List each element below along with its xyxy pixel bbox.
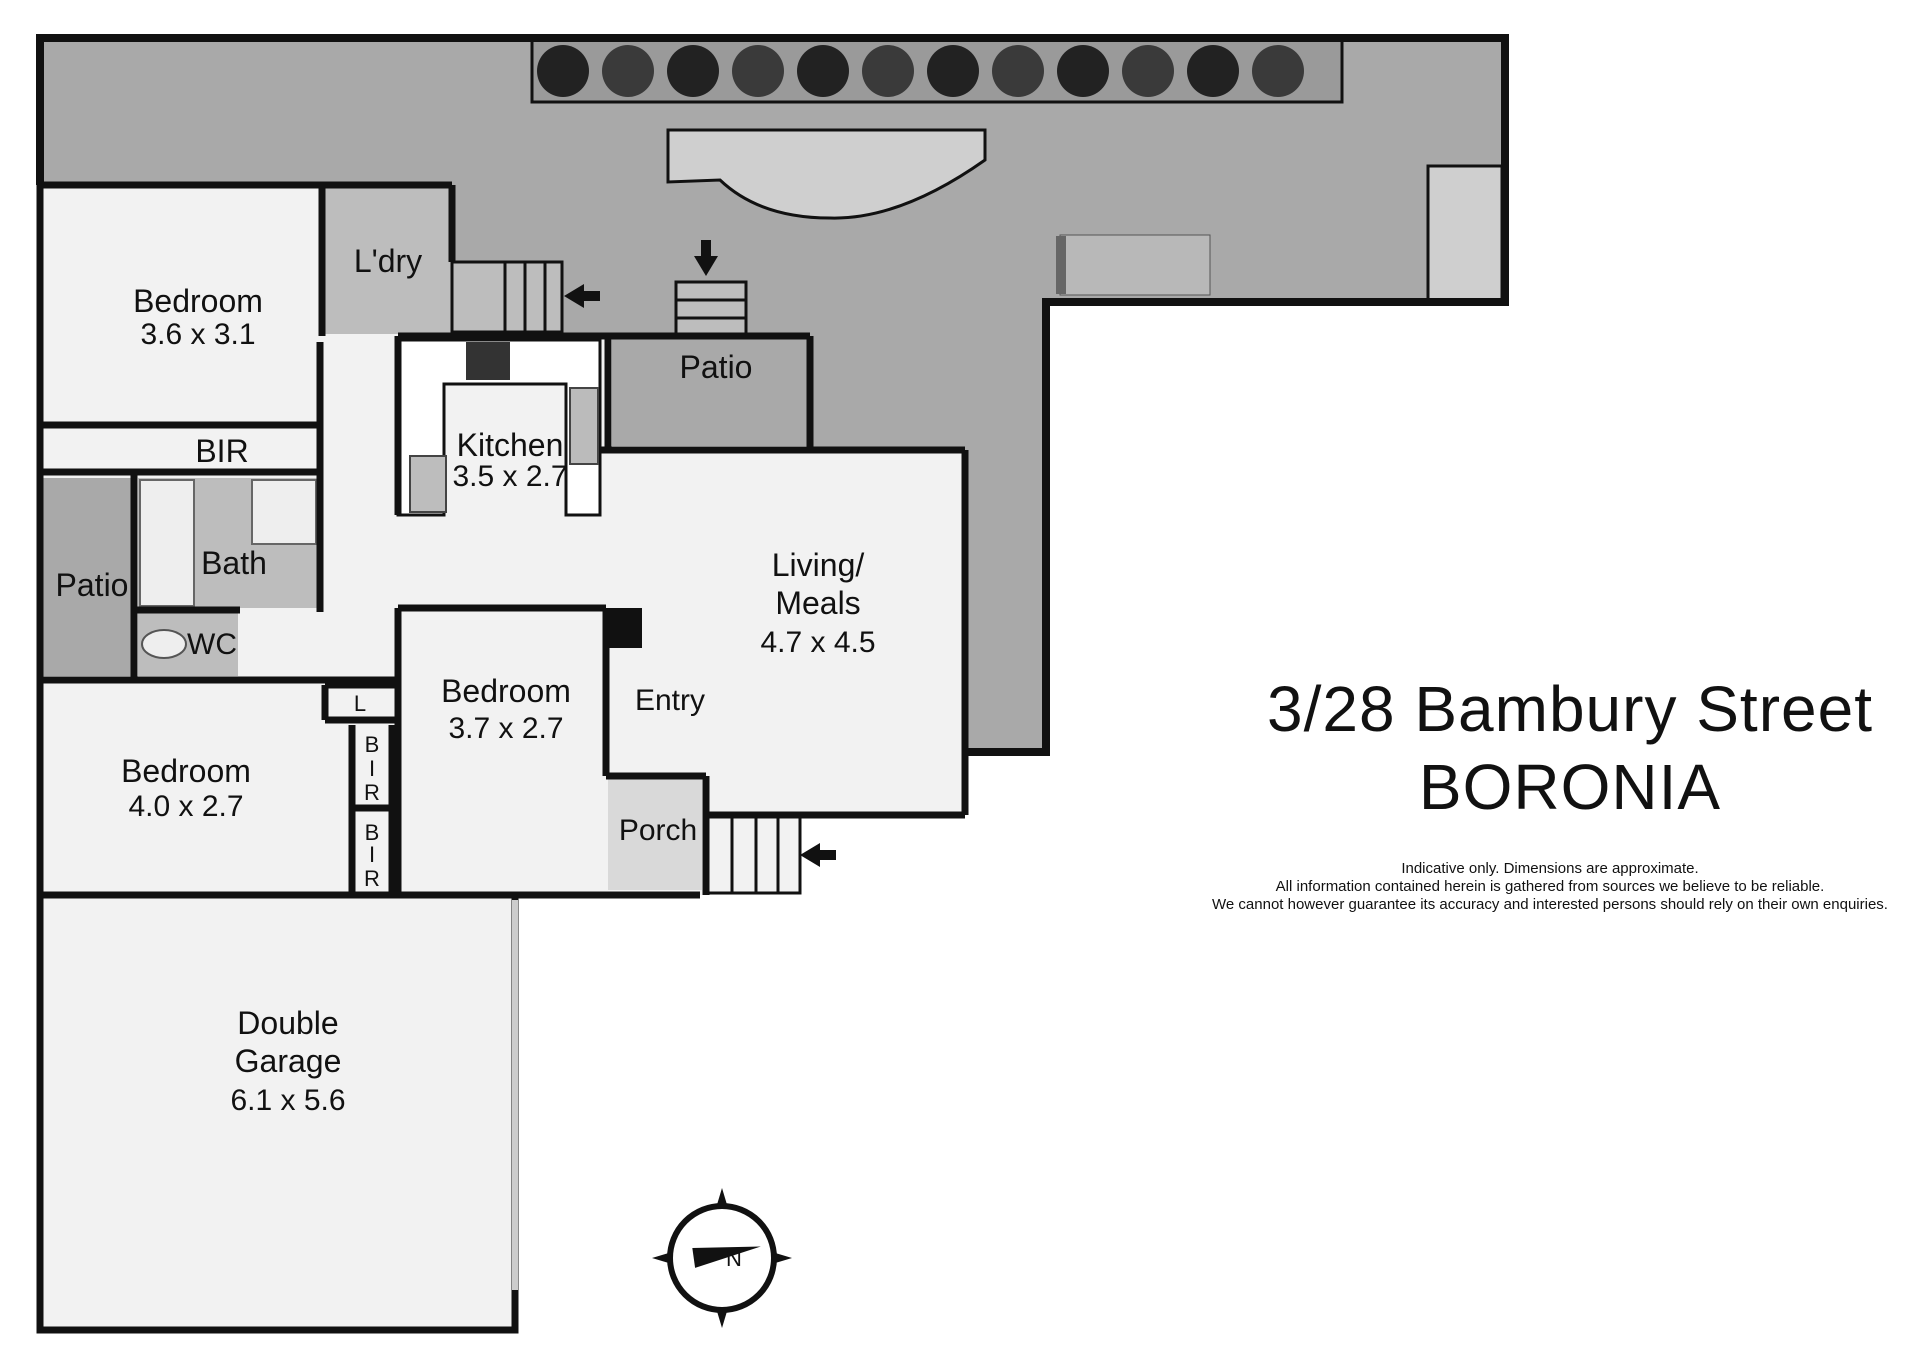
walls	[36, 181, 969, 899]
shrub-icon	[667, 45, 719, 97]
garage-label-1: Double	[237, 1005, 338, 1041]
disclaimer-line-1: Indicative only. Dimensions are approxim…	[1401, 860, 1699, 877]
address-line-1: 3/28 Bambury Street	[1267, 673, 1873, 745]
bir1-label: BIR	[195, 433, 248, 469]
bir2-letter-i: I	[369, 756, 375, 781]
stairs-laundry	[450, 260, 564, 334]
disclaimer-line-2: All information contained herein is gath…	[1275, 878, 1825, 895]
shrub-icon	[927, 45, 979, 97]
address-line-2: BORONIA	[1418, 751, 1722, 823]
kitchen-bench	[396, 338, 602, 517]
linen-label: L	[354, 691, 366, 716]
kitchen-dims: 3.5 x 2.7	[452, 460, 567, 493]
shrub-icon	[862, 45, 914, 97]
bbq-icon	[1056, 236, 1066, 294]
garage-label-2: Garage	[235, 1043, 342, 1079]
shrub-icon	[732, 45, 784, 97]
fridge	[409, 455, 447, 513]
entry-label: Entry	[635, 684, 705, 717]
column-block	[606, 608, 642, 648]
wc-label: WC	[187, 628, 237, 661]
bir3-letter-b: B	[365, 820, 380, 845]
bedroom3-dims: 4.0 x 2.7	[128, 790, 243, 823]
bir2-letter-b: B	[365, 732, 380, 757]
shrub-icon	[1187, 45, 1239, 97]
shrub-icon	[1252, 45, 1304, 97]
bedroom3-label: Bedroom	[121, 753, 251, 789]
shrub-icon	[1122, 45, 1174, 97]
patio-north-floor	[612, 336, 808, 446]
bathtub-icon	[139, 479, 195, 607]
stove-icon	[466, 342, 510, 380]
living-label-2: Meals	[775, 585, 860, 621]
bedroom1-dims: 3.6 x 3.1	[140, 318, 255, 351]
shrub-icon	[602, 45, 654, 97]
shed	[1426, 164, 1504, 302]
shrub-icon	[992, 45, 1044, 97]
patio-north-label: Patio	[680, 349, 753, 385]
bedroom2-label: Bedroom	[441, 673, 571, 709]
laundry-floor	[322, 186, 452, 334]
outdoor-furniture-icon	[1059, 234, 1211, 296]
stairs-porch	[704, 813, 802, 895]
shrub-icon	[797, 45, 849, 97]
living-label-1: Living/	[772, 547, 865, 583]
bir3-letter-r: R	[364, 866, 380, 891]
garage-dims: 6.1 x 5.6	[230, 1084, 345, 1117]
porch-label: Porch	[619, 814, 697, 847]
disclaimer-line-3: We cannot however guarantee its accuracy…	[1212, 896, 1888, 913]
compass-icon	[652, 1188, 792, 1328]
garage-floor	[36, 891, 519, 1334]
bath-label: Bath	[201, 545, 267, 581]
bedroom1-label: Bedroom	[133, 283, 263, 319]
sink-icon	[569, 387, 599, 465]
stairs-patio	[674, 280, 748, 338]
toilet-icon	[141, 629, 187, 659]
living-dims: 4.7 x 4.5	[760, 626, 875, 659]
shrub-icon	[537, 45, 589, 97]
bedroom2-dims: 3.7 x 2.7	[448, 712, 563, 745]
patio-west-floor	[42, 478, 134, 676]
laundry-label: L'dry	[354, 243, 422, 279]
bir2-letter-r: R	[364, 780, 380, 805]
bir3-letter-i: I	[369, 842, 375, 867]
patio-west-label: Patio	[56, 567, 129, 603]
compass-letter: N	[726, 1246, 742, 1271]
entry-arrow-icon	[564, 240, 836, 867]
shower	[251, 479, 317, 545]
curved-bench	[666, 128, 987, 220]
shrub-icon	[1057, 45, 1109, 97]
kitchen-label: Kitchen	[457, 427, 564, 463]
porch-floor	[608, 776, 702, 890]
shrub-row	[537, 45, 1304, 97]
